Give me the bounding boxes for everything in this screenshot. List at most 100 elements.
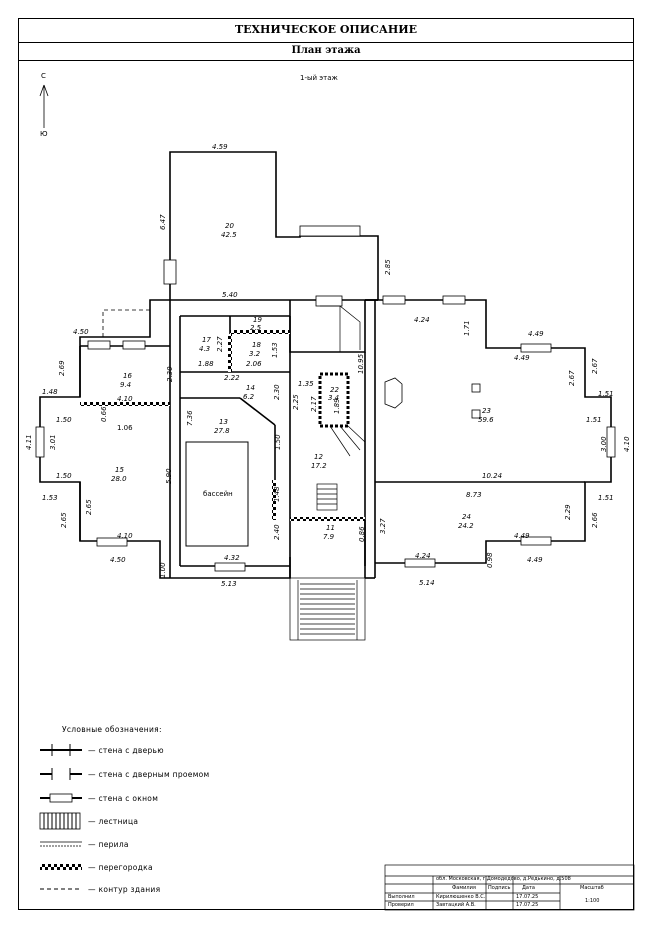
window-20-left xyxy=(163,259,177,285)
legend-window-wall-icon xyxy=(40,793,82,803)
room-22-area: 3.4 xyxy=(328,394,339,402)
room-13-id: 13 xyxy=(219,418,228,426)
dim: 4.49 xyxy=(527,556,543,564)
dim: 4.24 xyxy=(415,552,431,560)
room-14-area: 6.2 xyxy=(243,393,255,401)
room-24-id: 24 xyxy=(462,513,471,521)
dim: 4.50 xyxy=(73,328,89,336)
dim: 3.27 xyxy=(379,518,387,534)
dim: 1.71 xyxy=(463,320,471,336)
dim: 2.65 xyxy=(85,499,93,515)
room-23-id: 23 xyxy=(482,407,491,415)
dim: 4.50 xyxy=(110,556,126,564)
title-block-col-signature: Подпись xyxy=(488,885,511,891)
partition-core-left xyxy=(228,334,232,372)
legend-doorway-wall-icon xyxy=(40,768,82,780)
room-labels: 20 42.5 19 2.5 17 4.3 18 3.2 16 9.4 14 6… xyxy=(111,222,494,541)
dim: 7.36 xyxy=(186,410,194,426)
legend-symbols xyxy=(39,744,82,890)
title-block-name-1: Кирилюшенко В.С. xyxy=(436,894,486,900)
dim: 0.98 xyxy=(486,552,494,568)
title-block-col-scale: Масштаб xyxy=(580,885,604,891)
title-block-col-name: Фамилия xyxy=(452,885,476,891)
dim: 1.50 xyxy=(56,416,72,424)
dim: 3.01 xyxy=(49,434,57,450)
dim: 1.89 xyxy=(333,398,341,414)
dim: 1.51 xyxy=(586,416,602,424)
dim: 2.27 xyxy=(216,336,224,352)
dim: 1.00 xyxy=(159,562,167,578)
room-23-area: 59.6 xyxy=(478,416,494,424)
room-13-area: 27.8 xyxy=(214,427,230,435)
room-22-id: 22 xyxy=(330,386,339,394)
room-12-area: 17.2 xyxy=(311,462,327,470)
dim: 2.17 xyxy=(310,396,318,412)
legend-item-door-wall: — стена с дверью xyxy=(88,746,164,755)
dim: 5.90 xyxy=(165,468,173,484)
dim: 2.65 xyxy=(60,512,68,528)
title-block-address: обл. Московская, г.Домодедово, д.Редькин… xyxy=(436,876,571,882)
room-12-id: 12 xyxy=(314,453,323,461)
room-19-id: 19 xyxy=(253,316,262,324)
dim: 8.73 xyxy=(466,491,482,499)
floor-label: 1-ый этаж xyxy=(300,74,338,82)
room-16-area: 9.4 xyxy=(120,381,131,389)
room-24-area: 24.2 xyxy=(458,522,474,530)
room-18-area: 3.2 xyxy=(249,350,261,358)
legend-item-stairs: — лестница xyxy=(88,817,139,826)
dim: 1.51 xyxy=(598,390,614,398)
title-block-col-date: Дата xyxy=(522,885,535,891)
dim: 4.32 xyxy=(224,554,240,562)
dim: 3.00 xyxy=(600,436,608,452)
dim: 2.85 xyxy=(384,259,392,275)
title-block-date-2: 17.07.25 xyxy=(516,902,539,908)
dim: 10.24 xyxy=(482,472,502,480)
compass-arrow-icon xyxy=(39,84,49,128)
legend-partition-icon xyxy=(40,864,82,870)
legend-item-partition: — перегородка xyxy=(88,863,153,872)
dim: 2.66 xyxy=(591,512,599,528)
dim: 0.66 xyxy=(100,406,108,422)
dim: 2.06 xyxy=(246,360,262,368)
dim: 4.10 xyxy=(623,436,631,452)
dim: 4.11 xyxy=(25,434,33,450)
dim: 0.86 xyxy=(358,526,366,542)
dim: 1.48 xyxy=(42,388,58,396)
legend-item-window-wall: — стена с окном xyxy=(88,794,159,803)
room-11-area: 7.9 xyxy=(323,533,335,541)
dim: 2.22 xyxy=(224,374,240,382)
dim: 2.30 xyxy=(166,366,174,382)
legend-railing-icon xyxy=(40,841,82,847)
legend-item-railing: — перила xyxy=(88,840,129,849)
room-19-area: 2.5 xyxy=(250,324,262,332)
room-15-area: 28.0 xyxy=(111,475,127,483)
room-11-id: 11 xyxy=(326,524,335,532)
dim: 2.69 xyxy=(58,360,66,376)
compass-south: Ю xyxy=(40,130,48,138)
dim: 1.53 xyxy=(42,494,58,502)
compass-north: С xyxy=(41,72,46,80)
title-block-scale: 1:100 xyxy=(585,898,600,904)
title-block-date-1: 17.07.25 xyxy=(516,894,539,900)
dim: 1.50 xyxy=(274,434,282,450)
pool xyxy=(185,441,249,547)
title-block-role-2: Проверил xyxy=(388,902,414,908)
building-walls xyxy=(39,151,612,579)
dim: 10.95 xyxy=(357,353,365,374)
dim: 2.25 xyxy=(292,394,300,410)
dim: 5.40 xyxy=(222,291,238,299)
room-15-id: 15 xyxy=(115,466,124,474)
dim: 1.48 xyxy=(273,486,281,502)
dim: 4.49 xyxy=(514,532,530,540)
building-outline-dashed xyxy=(102,309,151,337)
dim: 6.47 xyxy=(159,214,167,230)
fireplace xyxy=(384,377,481,419)
room-20-area: 42.5 xyxy=(221,231,237,239)
room-17-id: 17 xyxy=(202,336,211,344)
document-title: ТЕХНИЧЕСКОЕ ОПИСАНИЕ xyxy=(18,18,634,43)
dim: 4.59 xyxy=(212,143,228,151)
legend-door-wall-icon xyxy=(40,744,82,756)
document-subtitle: План этажа xyxy=(18,42,634,61)
title-block-name-2: Завтацкий А.В. xyxy=(436,902,476,908)
dim: 4.10 xyxy=(117,395,133,403)
